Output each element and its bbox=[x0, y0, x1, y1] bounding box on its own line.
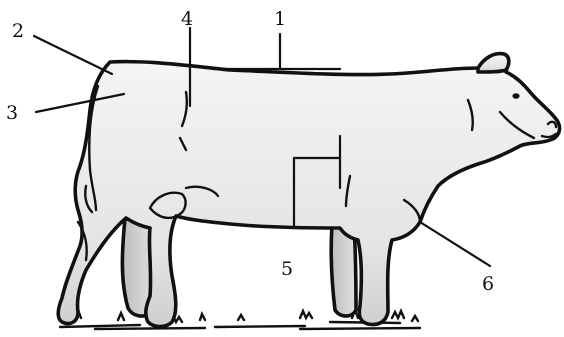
callout-3: 3 bbox=[6, 102, 18, 124]
leader-2 bbox=[34, 36, 112, 74]
leader-6 bbox=[420, 222, 490, 266]
eye bbox=[512, 93, 519, 99]
callout-5: 5 bbox=[281, 258, 293, 280]
callout-4: 4 bbox=[181, 8, 193, 30]
ear bbox=[478, 54, 509, 72]
callout-2: 2 bbox=[12, 20, 24, 42]
callout-6: 6 bbox=[482, 273, 494, 295]
callout-1: 1 bbox=[274, 8, 286, 30]
